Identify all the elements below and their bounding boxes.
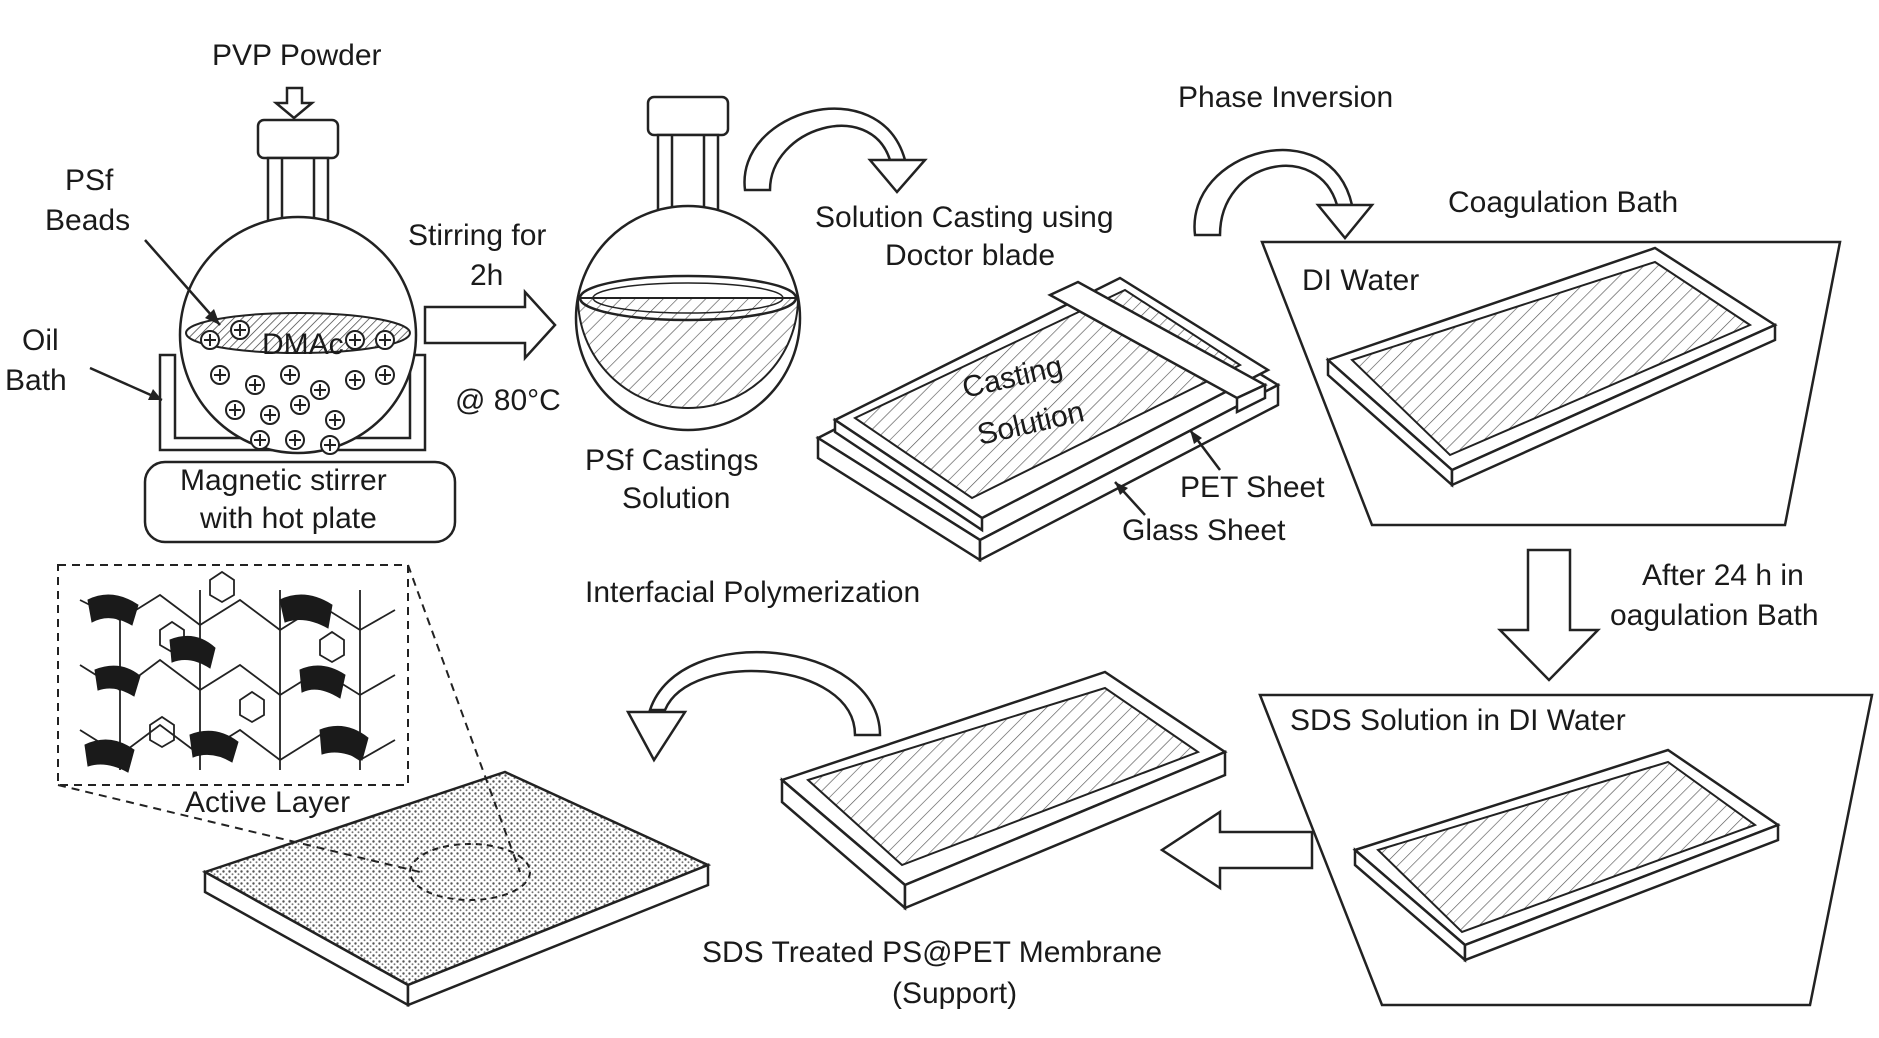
label-sds-solution: SDS Solution in DI Water xyxy=(1290,704,1626,737)
label-glass-sheet: Glass Sheet xyxy=(1122,514,1286,547)
label-pvp-powder: PVP Powder xyxy=(212,39,382,72)
label-psf: PSf xyxy=(65,164,114,197)
label-support: (Support) xyxy=(892,977,1017,1010)
label-di-water: DI Water xyxy=(1302,264,1419,297)
label-oil: Oil xyxy=(22,324,59,357)
label-magnetic-stirrer: Magnetic stirrer xyxy=(180,464,387,497)
label-coagulation-bath: Coagulation Bath xyxy=(1448,186,1678,219)
label-with-hot-plate: with hot plate xyxy=(199,502,377,535)
label-after-24h-in: After 24 h in xyxy=(1642,559,1804,592)
label-oagulation-bath: oagulation Bath xyxy=(1610,599,1819,632)
label-2h: 2h xyxy=(470,259,503,292)
label-bath: Bath xyxy=(5,364,67,397)
label-sds-treated: SDS Treated PS@PET Membrane xyxy=(702,936,1162,969)
pvp-input-arrow xyxy=(276,88,312,118)
stirring-arrow xyxy=(425,292,555,358)
label-dmac: DMAc xyxy=(262,328,344,361)
label-solution: Solution xyxy=(622,482,730,515)
label-beads: Beads xyxy=(45,204,130,237)
sds-left-arrow xyxy=(1162,812,1312,888)
label-psf-castings: PSf Castings xyxy=(585,444,758,477)
label-interfacial-polymerization: Interfacial Polymerization xyxy=(585,576,920,609)
label-doctor-blade: Doctor blade xyxy=(885,239,1055,272)
label-pet-sheet: PET Sheet xyxy=(1180,471,1325,504)
flask-stopper xyxy=(258,120,338,158)
sds-solution-bath xyxy=(1260,695,1872,1005)
casting-curved-arrow xyxy=(745,109,925,192)
after-24h-down-arrow xyxy=(1500,550,1598,680)
label-temperature: @ 80°C xyxy=(455,384,561,417)
label-active-layer: Active Layer xyxy=(185,786,350,819)
phase-inversion-arrow xyxy=(1195,150,1372,238)
label-solution-casting-using: Solution Casting using xyxy=(815,201,1114,234)
label-stirring-for: Stirring for xyxy=(408,219,546,252)
interfacial-curved-arrow xyxy=(628,652,880,760)
label-phase-inversion: Phase Inversion xyxy=(1178,81,1393,114)
